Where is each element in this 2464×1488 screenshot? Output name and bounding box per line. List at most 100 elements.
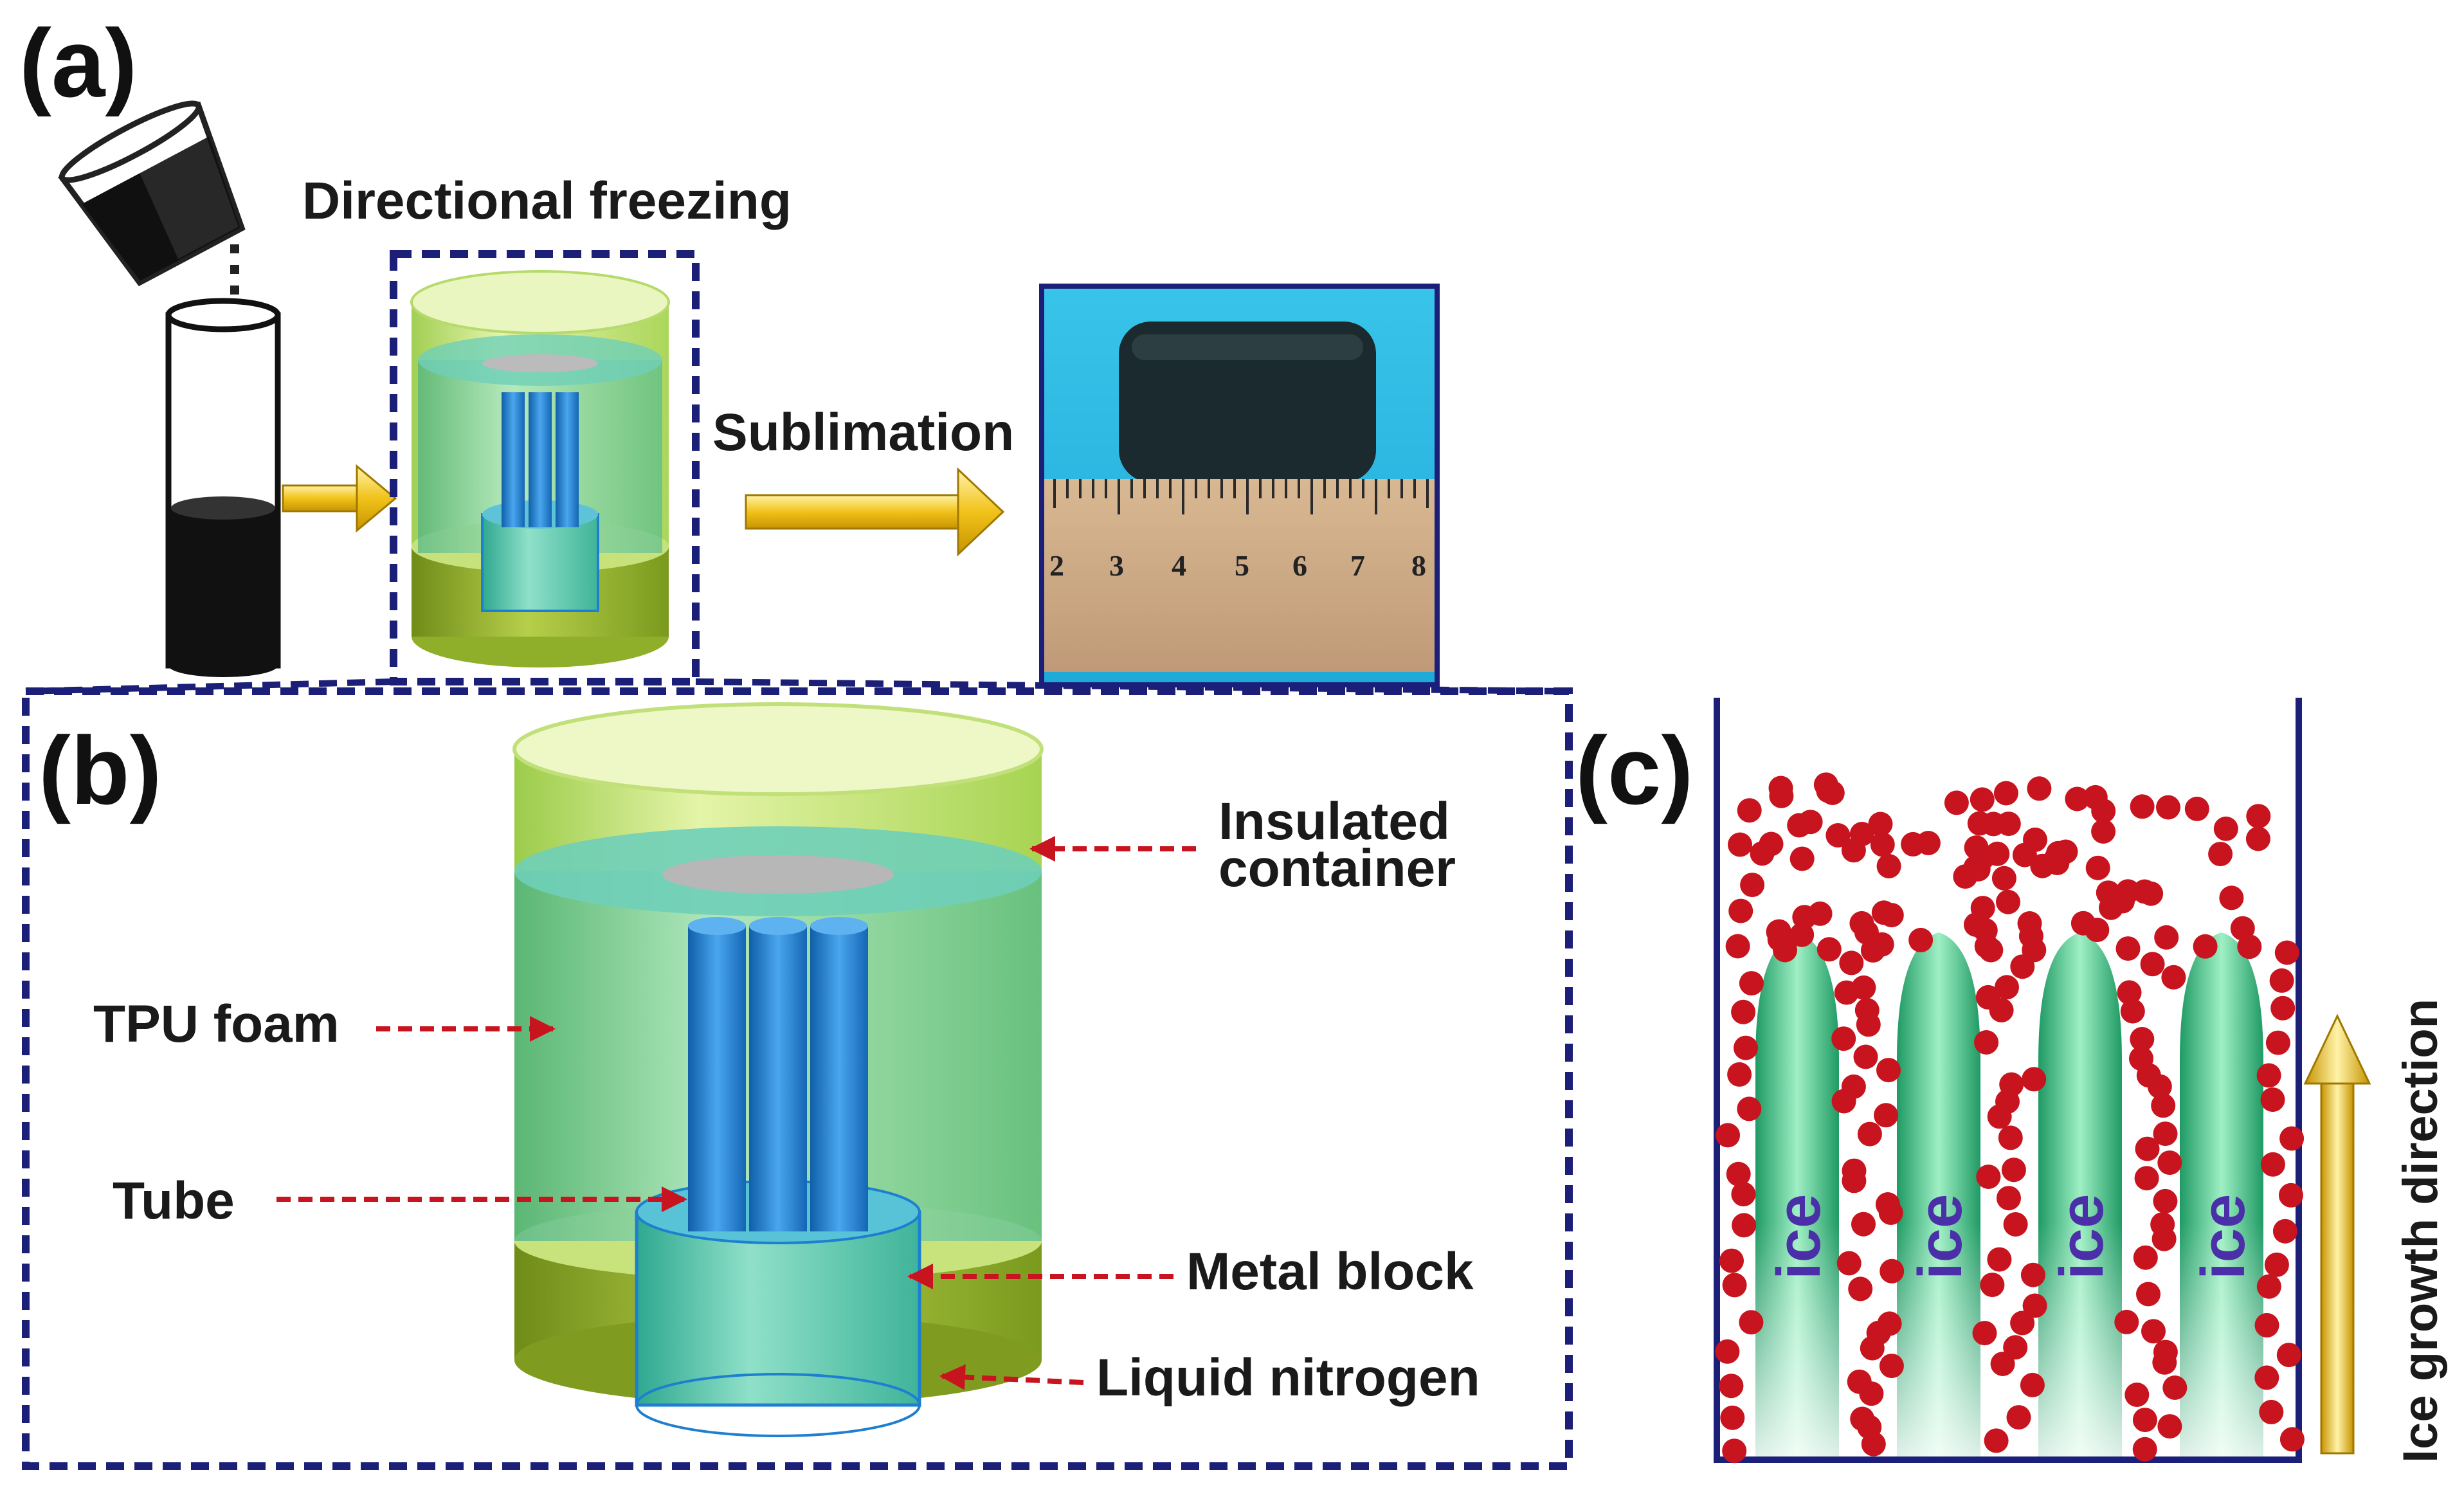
ice-label: ice — [2189, 1194, 2258, 1280]
particle — [2012, 842, 2037, 867]
particle — [1728, 898, 1753, 923]
particle — [1851, 1211, 1876, 1237]
ice-crystal: ice — [1755, 932, 1839, 1456]
ice-crystals: ice ice ice ice — [1755, 932, 2263, 1456]
particle — [1731, 1182, 1756, 1207]
particle — [1737, 1096, 1762, 1121]
particle — [2184, 796, 2209, 821]
particle — [2152, 1350, 2177, 1375]
particle — [1737, 798, 1762, 823]
particle — [2020, 1262, 2045, 1287]
particle — [1836, 1251, 1862, 1276]
particle — [2259, 1399, 2284, 1424]
particle — [2124, 1383, 2150, 1407]
particle — [2134, 1166, 2159, 1191]
particle — [1722, 1438, 1747, 1464]
particle — [2141, 1319, 2166, 1344]
particle — [2157, 1414, 2182, 1439]
growth-direction-arrow — [2303, 1013, 2371, 1455]
particle — [1739, 971, 1764, 996]
particle — [1722, 1273, 1747, 1298]
particles — [1715, 772, 2305, 1464]
particle — [2279, 1126, 2305, 1151]
pouring-beaker-icon — [58, 100, 246, 287]
particle — [1871, 900, 1896, 925]
ice-label: ice — [1764, 1194, 1833, 1280]
particle — [1728, 832, 1752, 857]
particle — [2130, 794, 2155, 819]
particle — [1834, 980, 1859, 1005]
particle — [1740, 873, 1765, 898]
particle — [2132, 1408, 2157, 1433]
particle — [2022, 1293, 2047, 1318]
particle — [2085, 855, 2110, 880]
particle — [2151, 1093, 2176, 1118]
particle — [1981, 812, 2006, 837]
particle — [1876, 854, 1901, 878]
particle — [2091, 799, 2116, 824]
particle — [2133, 1245, 2158, 1270]
particle — [1720, 1405, 1745, 1430]
ruler-ticks — [1053, 479, 1429, 514]
particle — [2070, 911, 2096, 936]
particle — [1849, 911, 1874, 936]
ice-label: ice — [1906, 1194, 1975, 1280]
particle — [2193, 934, 2218, 959]
particle — [1974, 1030, 1999, 1055]
particle — [2246, 804, 2271, 829]
particle — [2276, 1343, 2301, 1368]
particle — [1857, 1121, 1882, 1147]
freezing-setup-frame — [390, 250, 700, 685]
particle — [2130, 1027, 2155, 1051]
particle — [1739, 1310, 1764, 1335]
particle — [1980, 1273, 2005, 1298]
particle — [1880, 1258, 1905, 1284]
particle — [1831, 1089, 1856, 1114]
panel-c-label: (c) — [1575, 716, 1693, 824]
particle — [1993, 781, 2018, 806]
particle — [2245, 826, 2270, 851]
particle — [2274, 940, 2299, 965]
particle — [2010, 1311, 2035, 1336]
particle — [1715, 1339, 1740, 1364]
particle — [2260, 1087, 2285, 1112]
ice-crystal: ice — [2180, 932, 2263, 1456]
particle — [1998, 1125, 2023, 1150]
ice-crystal: ice — [2038, 932, 2122, 1456]
zoom-connector-left — [25, 678, 394, 694]
particle — [2157, 1150, 2182, 1175]
particle — [2270, 995, 2296, 1021]
particle — [2136, 1282, 2161, 1307]
particle — [1996, 889, 2020, 914]
particle — [2162, 1375, 2188, 1400]
particle — [2153, 1188, 2178, 1213]
particle — [2115, 879, 2141, 904]
arrow-to-sample — [745, 467, 1005, 557]
particle — [1734, 1035, 1758, 1060]
particle — [1825, 823, 1851, 848]
particle — [1813, 772, 1838, 797]
particle — [2006, 1405, 2031, 1430]
ruler-tick-6: 6 — [1292, 549, 1307, 582]
particle — [1984, 1428, 2009, 1453]
particle — [1964, 835, 1989, 860]
metal-block-label: Metal block — [1186, 1242, 1474, 1301]
particle — [2254, 1312, 2279, 1338]
aerogel-sample — [1119, 322, 1376, 482]
particle — [2265, 1030, 2290, 1055]
insulated-container-label-line1: Insulated — [1218, 792, 1450, 851]
particle — [2161, 965, 2186, 990]
particle — [1769, 783, 1794, 808]
directional-freezing-label: Directional freezing — [302, 172, 792, 230]
particle — [1970, 896, 1995, 921]
particle — [1989, 998, 2014, 1022]
particle — [1991, 866, 2016, 891]
particle — [2256, 1063, 2281, 1088]
particle — [1789, 846, 1815, 871]
particle — [2091, 819, 2116, 844]
particle — [1995, 975, 2019, 1000]
panel-a-label: (a) — [19, 9, 137, 117]
particle — [2045, 851, 2070, 875]
particle — [2003, 1335, 2028, 1360]
particle — [2001, 1157, 2026, 1183]
